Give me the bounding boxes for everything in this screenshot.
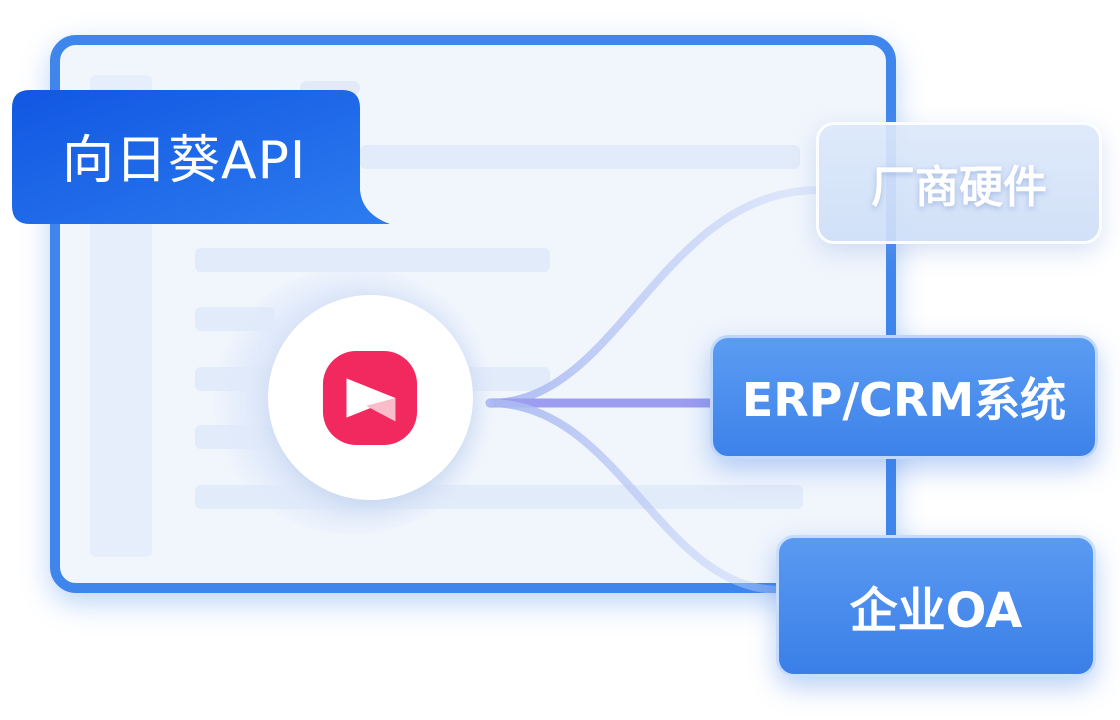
connector-to-oa [486, 399, 784, 594]
api-label: 向日葵API [12, 90, 392, 226]
card-erp-crm-label: ERP/CRM系统 [741, 373, 1067, 427]
sunlogin-logo-icon [322, 350, 418, 446]
card-vendor-hardware: 厂商硬件 [816, 122, 1102, 244]
card-enterprise-oa-label: 企业OA [849, 583, 1023, 639]
card-enterprise-oa: 企业OA [776, 535, 1096, 677]
card-erp-crm: ERP/CRM系统 [710, 335, 1098, 459]
api-label-bubble [12, 90, 390, 224]
card-vendor-hardware-label: 厂商硬件 [871, 162, 1047, 213]
skeleton-line [360, 145, 800, 169]
skeleton-line [195, 248, 550, 272]
api-label-text: 向日葵API [62, 131, 307, 191]
connector-to-hardware [486, 186, 824, 407]
